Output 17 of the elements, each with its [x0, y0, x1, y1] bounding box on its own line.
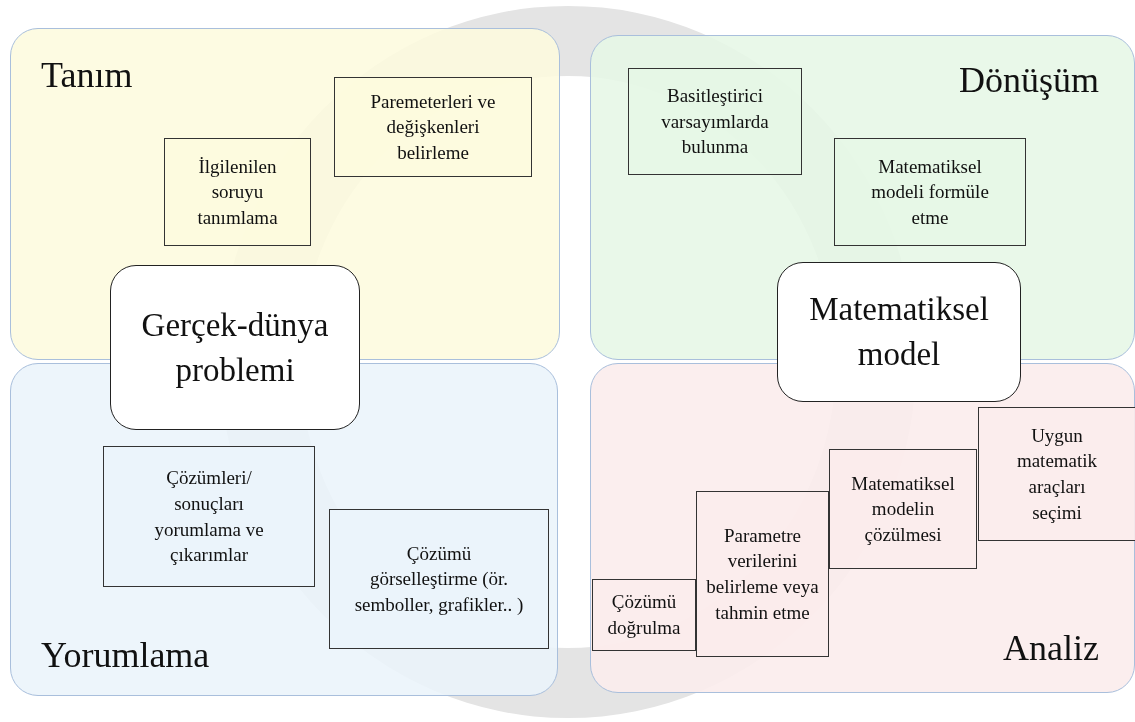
- quadrant-title: Dönüşüm: [959, 62, 1099, 98]
- step-box: Paremeterleri ve değişkenleri belirleme: [334, 77, 532, 177]
- step-box: Basitleştirici varsayımlarda bulunma: [628, 68, 802, 175]
- quadrant-title: Tanım: [41, 57, 133, 93]
- rounded-box: Matematiksel model: [777, 262, 1021, 402]
- quadrant-title: Yorumlama: [41, 637, 210, 673]
- step-box: Matematiksel modelin çözülmesi: [829, 449, 977, 569]
- step-box: Matematiksel modeli formüle etme: [834, 138, 1026, 246]
- step-box: Çözümü görselleştirme (ör. semboller, grafikler.. ): [329, 509, 549, 649]
- step-box: İlgilenilen soruyu tanımlama: [164, 138, 311, 246]
- step-box: Uygun matematik araçları seçimi: [978, 407, 1135, 541]
- rounded-box: Gerçek-dünya problemi: [110, 265, 360, 430]
- step-box: Parametre verilerini belirleme veya tahmin etme: [696, 491, 829, 657]
- step-box: Çözümü doğrulma: [592, 579, 696, 651]
- step-box: Çözümleri/ sonuçları yorumlama ve çıkarımlar: [103, 446, 315, 587]
- quadrant-panel: [590, 363, 1135, 693]
- quadrant-title: Analiz: [1003, 630, 1099, 666]
